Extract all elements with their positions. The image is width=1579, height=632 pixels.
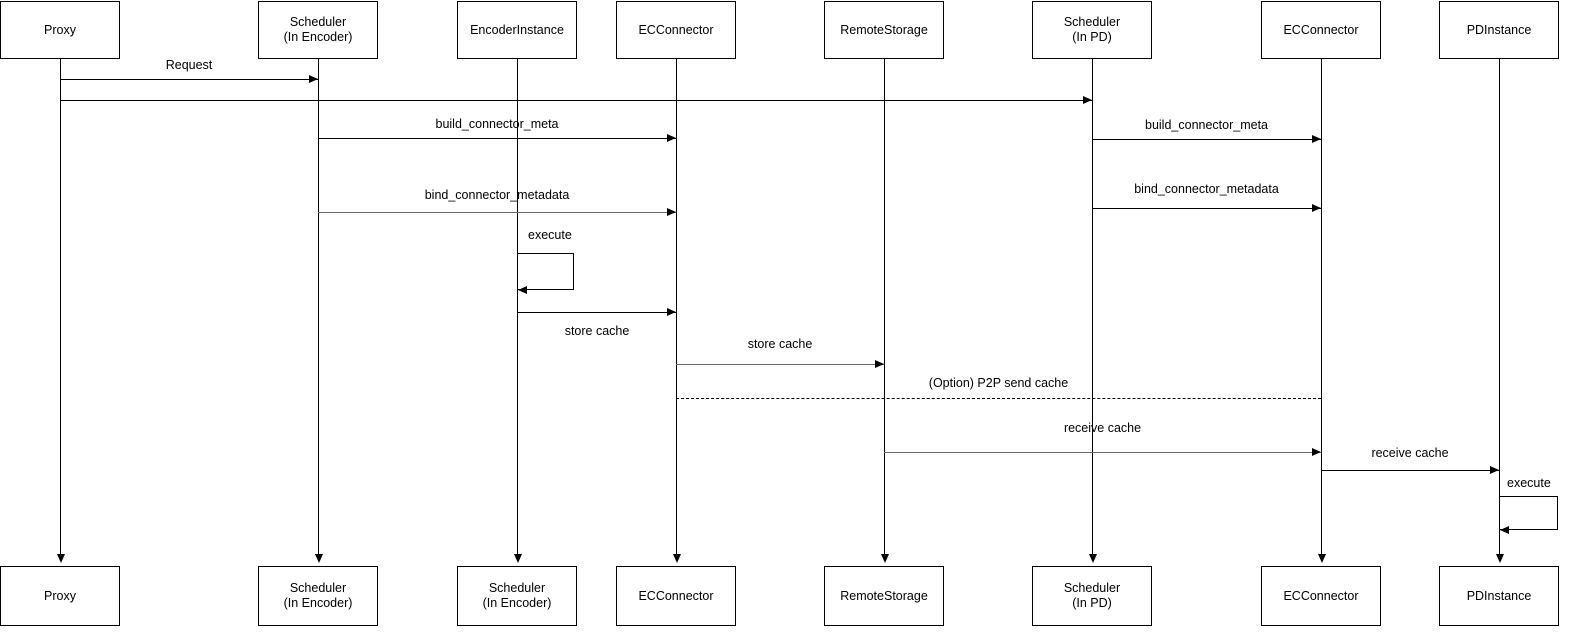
arrow-icon-receive-cache [1312,448,1321,456]
arrow-icon-bind-connector-metadata [667,208,676,216]
lifeline-arrow-icon-ecconnector [1318,554,1326,563]
arrow-icon-build-connector-meta [1312,135,1321,143]
top-participant-proxy[interactable]: Proxy [0,1,120,59]
bottom-participant-label: Scheduler (In Encoder) [482,581,552,610]
top-participant-label: ECConnector [638,22,714,37]
arrow-icon-build-connector-meta [667,134,676,142]
message-line-bind-connector-metadata [318,212,676,213]
bottom-participant-scheduler-in-encoder[interactable]: Scheduler (In Encoder) [258,566,378,626]
bottom-participant-label: Scheduler (In Encoder) [283,581,353,610]
message-label-bind-connector-metadata: bind_connector_metadata [1134,182,1279,196]
lifeline-ecconnector [676,59,677,554]
lifeline-arrow-icon-scheduler-in-encoder [315,554,323,563]
lifeline-arrow-icon-ecconnector [673,554,681,563]
top-participant-ecconnector[interactable]: ECConnector [1261,1,1381,59]
top-participant-label: RemoteStorage [840,22,928,37]
lifeline-arrow-icon-encoderinstance [514,554,522,563]
arrow-icon-unlabeled-1 [1083,96,1092,104]
message-line-bind-connector-metadata [1092,208,1321,209]
lifeline-pdinstance [1499,59,1500,554]
bottom-participant-label: ECConnector [1283,588,1359,603]
lifeline-remotestorage [884,59,885,554]
top-participant-scheduler-in-encoder[interactable]: Scheduler (In Encoder) [258,1,378,59]
bottom-participant-ecconnector[interactable]: ECConnector [1261,566,1381,626]
bottom-participant-ecconnector[interactable]: ECConnector [616,566,736,626]
lifeline-proxy [60,59,61,554]
bottom-participant-remotestorage[interactable]: RemoteStorage [824,566,944,626]
message-line-build-connector-meta [318,138,676,139]
bottom-participant-label: ECConnector [638,588,714,603]
top-participant-pdinstance[interactable]: PDInstance [1439,1,1559,59]
bottom-participant-label: Proxy [44,588,76,603]
top-participant-encoderinstance[interactable]: EncoderInstance [457,1,577,59]
top-participant-remotestorage[interactable]: RemoteStorage [824,1,944,59]
self-message-arrow-icon-execute-0 [518,286,527,294]
top-participant-label: Scheduler (In Encoder) [283,15,353,44]
message-label-request: Request [165,58,213,72]
top-participant-scheduler-in-pd[interactable]: Scheduler (In PD) [1032,1,1152,59]
message-label-store-cache: store cache [747,337,813,351]
message-label-receive-cache: receive cache [1063,421,1142,435]
arrow-icon-store-cache [875,360,884,368]
arrow-icon-receive-cache [1490,466,1499,474]
message-line-unlabeled-1 [60,100,1092,101]
bottom-participant-proxy[interactable]: Proxy [0,566,120,626]
self-message-loop-execute-0 [518,253,574,290]
message-label-option-p2p-send-cache: (Option) P2P send cache [928,376,1069,390]
top-participant-label: Scheduler (In PD) [1063,15,1121,44]
message-label-bind-connector-metadata: bind_connector_metadata [424,188,570,202]
bottom-participant-label: RemoteStorage [840,588,928,603]
message-line-store-cache [518,312,676,313]
bottom-participant-scheduler-in-pd[interactable]: Scheduler (In PD) [1032,566,1152,626]
arrow-icon-request [309,75,318,83]
self-message-label-execute-1: execute [1507,476,1551,490]
lifeline-encoderinstance [517,59,518,554]
self-message-label-execute-0: execute [528,228,572,242]
lifeline-ecconnector [1321,59,1322,554]
bottom-participant-pdinstance[interactable]: PDInstance [1439,566,1559,626]
top-participant-label: Proxy [44,22,76,37]
top-participant-label: EncoderInstance [470,22,564,37]
lifeline-arrow-icon-scheduler-in-pd [1089,554,1097,563]
message-line-request [60,79,318,80]
lifeline-arrow-icon-proxy [57,554,65,563]
self-message-arrow-icon-execute-1 [1500,526,1509,534]
message-line-receive-cache [884,452,1321,453]
message-label-receive-cache: receive cache [1371,446,1449,460]
arrow-icon-bind-connector-metadata [1312,204,1321,212]
message-label-build-connector-meta: build_connector_meta [1145,118,1268,132]
lifeline-arrow-icon-pdinstance [1496,554,1504,563]
top-participant-ecconnector[interactable]: ECConnector [616,1,736,59]
message-line-receive-cache [1321,470,1499,471]
lifeline-arrow-icon-remotestorage [881,554,889,563]
self-message-loop-execute-1 [1500,496,1558,530]
top-participant-label: PDInstance [1466,22,1532,37]
top-participant-label: ECConnector [1283,22,1359,37]
bottom-participant-label: PDInstance [1466,588,1532,603]
message-line-store-cache [676,364,884,365]
arrow-icon-store-cache [667,308,676,316]
message-label-build-connector-meta: build_connector_meta [435,117,559,131]
message-label-store-cache: store cache [564,324,630,338]
bottom-participant-label: Scheduler (In PD) [1063,581,1121,610]
lifeline-scheduler-in-pd [1092,59,1093,554]
message-line-option-p2p-send-cache [676,398,1321,399]
lifeline-scheduler-in-encoder [318,59,319,554]
bottom-participant-scheduler-in-encoder[interactable]: Scheduler (In Encoder) [457,566,577,626]
message-line-build-connector-meta [1092,139,1321,140]
